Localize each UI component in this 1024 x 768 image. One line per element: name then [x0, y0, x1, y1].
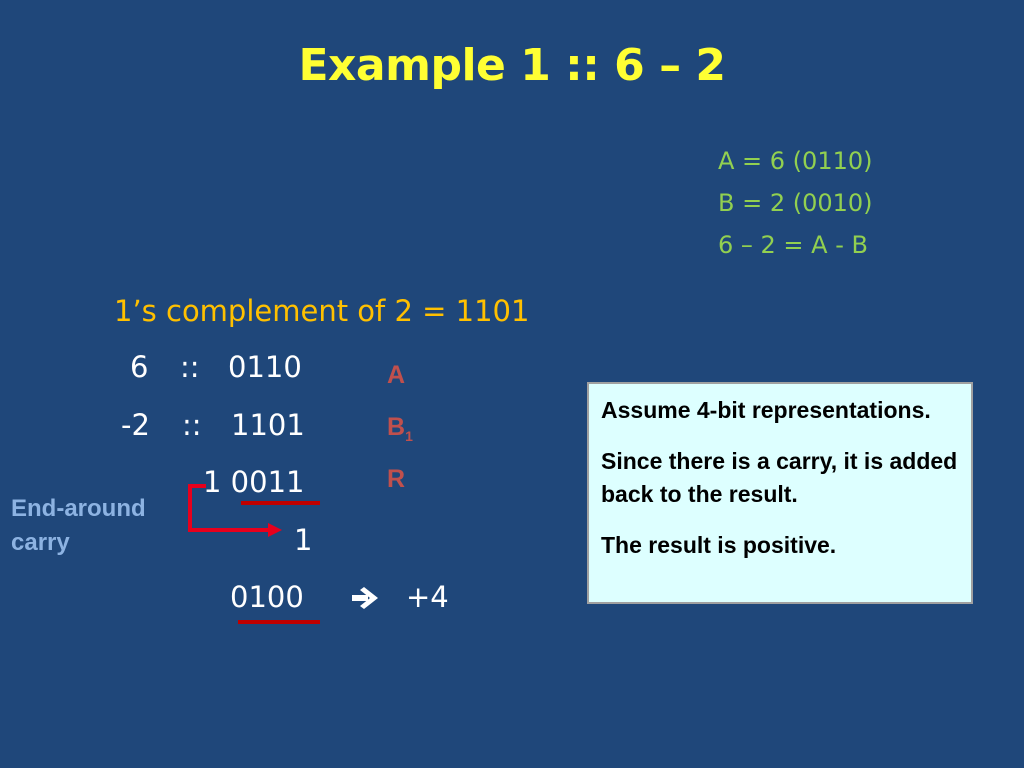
result-decimal: +4: [406, 580, 449, 614]
end-around-line2: carry: [11, 529, 70, 556]
sum-value: 1 0011: [203, 465, 305, 499]
end-around-bracket: [188, 484, 268, 532]
right-arrow-icon: [352, 587, 378, 609]
bracket-arrowhead: [268, 523, 282, 537]
register-r-label: R: [387, 465, 406, 493]
carry-value: 1: [294, 523, 313, 557]
row1-binary: 0110: [228, 350, 302, 384]
row1-number: 6: [130, 350, 149, 384]
result-binary: 0100: [230, 580, 304, 614]
given-expression: 6 – 2 = A - B: [718, 231, 868, 259]
page-title: Example 1 :: 6 – 2: [298, 40, 726, 91]
end-around-carry-label: End-around carry: [11, 492, 146, 560]
register-b-letter: B: [387, 413, 406, 441]
note-assumption: Assume 4-bit representations.: [601, 397, 931, 423]
register-b-subscript: 1: [405, 428, 413, 444]
complement-statement: 1’s complement of 2 = 1101: [114, 294, 530, 328]
register-a-label: A: [387, 361, 406, 389]
note-box: Assume 4-bit representations. Since ther…: [587, 382, 973, 604]
note-result: The result is positive.: [601, 532, 837, 558]
given-b: B = 2 (0010): [718, 189, 873, 217]
end-around-line1: End-around: [11, 495, 146, 522]
note-carry: Since there is a carry, it is added back…: [601, 448, 958, 507]
register-b-label: B1: [387, 413, 413, 444]
row2-number: -2: [121, 408, 150, 442]
row1-separator: ::: [180, 350, 200, 384]
row2-binary: 1101: [231, 408, 305, 442]
given-a: A = 6 (0110): [718, 147, 873, 175]
row2-separator: ::: [182, 408, 202, 442]
